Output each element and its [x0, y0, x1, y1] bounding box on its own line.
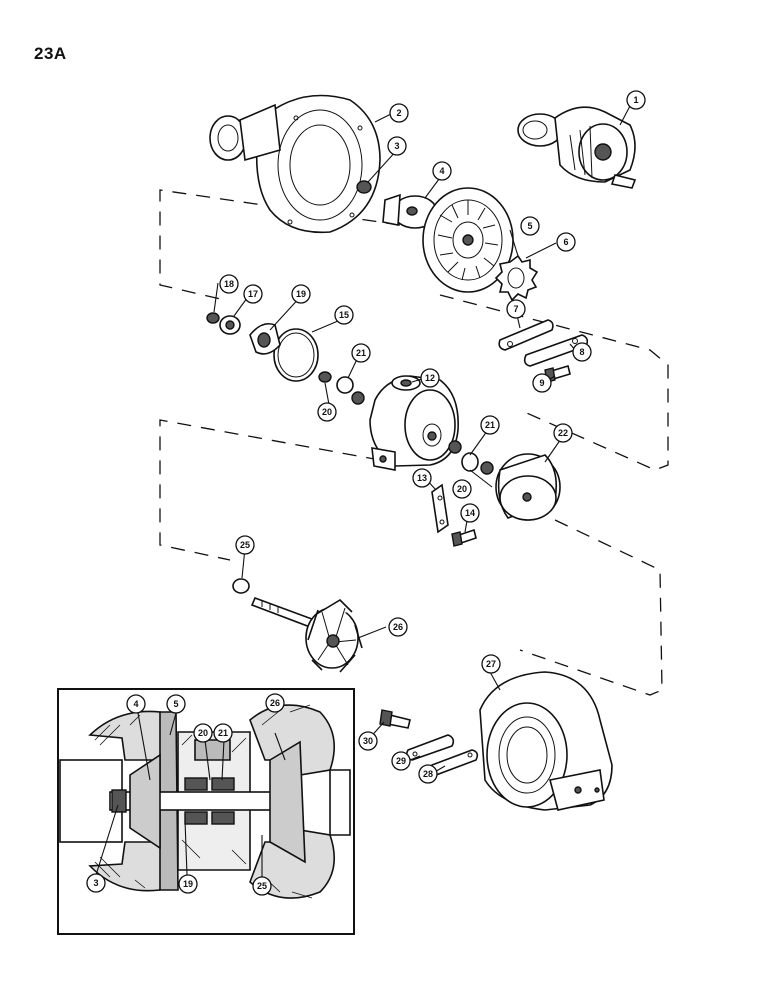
svg-text:19: 19 — [183, 879, 193, 889]
inset-callout-19: 19 — [178, 874, 198, 894]
callout-17: 17 — [243, 284, 263, 304]
inset-callout-21: 21 — [213, 723, 233, 743]
svg-text:20: 20 — [322, 407, 332, 417]
callout-19: 19 — [291, 284, 311, 304]
turbine-piston-ring — [232, 578, 250, 594]
svg-text:25: 25 — [240, 540, 250, 550]
piston-ring-small — [206, 312, 220, 324]
inset-callout-4: 4 — [126, 694, 146, 714]
callout-21-left: 21 — [351, 343, 371, 363]
clamp-plates-lower — [405, 734, 479, 776]
svg-text:17: 17 — [248, 289, 258, 299]
callout-12: 12 — [420, 368, 440, 388]
turbocharger-assembly — [517, 106, 637, 189]
housing-bolt-middle — [451, 528, 477, 547]
compressor-housing — [209, 94, 381, 234]
svg-text:6: 6 — [563, 237, 568, 247]
callout-7: 7 — [506, 299, 526, 319]
svg-text:7: 7 — [513, 304, 518, 314]
shaft-nut — [356, 180, 372, 194]
spacer-sleeve — [219, 315, 241, 335]
bearing-set-right — [448, 440, 494, 475]
callout-15: 15 — [334, 305, 354, 325]
thrust-collar — [249, 322, 281, 355]
svg-text:5: 5 — [527, 221, 532, 231]
svg-text:8: 8 — [579, 347, 584, 357]
svg-text:26: 26 — [270, 698, 280, 708]
callout-18: 18 — [219, 274, 239, 294]
inset-callout-26: 26 — [265, 693, 285, 713]
svg-text:9: 9 — [539, 378, 544, 388]
callout-21-right: 21 — [480, 415, 500, 435]
svg-text:21: 21 — [356, 348, 366, 358]
svg-text:4: 4 — [439, 166, 444, 176]
svg-text:2: 2 — [396, 108, 401, 118]
callout-27: 27 — [481, 654, 501, 674]
svg-text:20: 20 — [198, 728, 208, 738]
svg-text:26: 26 — [393, 622, 403, 632]
seal-ring — [273, 328, 319, 382]
svg-text:15: 15 — [339, 310, 349, 320]
callout-6: 6 — [556, 232, 576, 252]
callout-13: 13 — [412, 468, 432, 488]
svg-text:13: 13 — [417, 473, 427, 483]
callout-9: 9 — [532, 373, 552, 393]
callout-5: 5 — [520, 216, 540, 236]
svg-text:22: 22 — [558, 428, 568, 438]
callout-4: 4 — [432, 161, 452, 181]
svg-text:12: 12 — [425, 373, 435, 383]
page-number: 23A — [34, 44, 67, 63]
callout-29: 29 — [391, 751, 411, 771]
svg-text:3: 3 — [394, 141, 399, 151]
svg-text:5: 5 — [173, 699, 178, 709]
callout-20-left: 20 — [317, 402, 337, 422]
callout-2: 2 — [389, 103, 409, 123]
svg-text:4: 4 — [133, 699, 138, 709]
svg-text:28: 28 — [423, 769, 433, 779]
svg-text:18: 18 — [224, 279, 234, 289]
callout-28: 28 — [418, 764, 438, 784]
housing-bolt-lower — [379, 709, 411, 729]
center-housing — [369, 375, 459, 471]
svg-text:25: 25 — [257, 881, 267, 891]
callout-3: 3 — [387, 136, 407, 156]
svg-text:27: 27 — [486, 659, 496, 669]
lock-plate — [494, 254, 539, 302]
svg-text:21: 21 — [485, 420, 495, 430]
svg-text:19: 19 — [296, 289, 306, 299]
heat-shield — [495, 453, 561, 521]
inset-callout-3: 3 — [86, 873, 106, 893]
callout-26: 26 — [388, 617, 408, 637]
svg-text:3: 3 — [93, 878, 98, 888]
turbine-wheel-shaft — [250, 596, 363, 673]
callout-8: 8 — [572, 342, 592, 362]
callout-1: 1 — [626, 90, 646, 110]
callout-14: 14 — [460, 503, 480, 523]
callout-20-right: 20 — [452, 479, 472, 499]
lower-group-outline — [159, 419, 663, 696]
lock-plate-lower — [431, 483, 449, 534]
svg-text:14: 14 — [465, 508, 475, 518]
svg-text:29: 29 — [396, 756, 406, 766]
inset-leader-lines — [95, 712, 286, 878]
callout-30: 30 — [358, 731, 378, 751]
inset-callout-25: 25 — [252, 876, 272, 896]
bearing-set-left — [318, 371, 365, 405]
svg-text:1: 1 — [633, 95, 638, 105]
clamp-plates-upper — [498, 319, 589, 367]
svg-text:30: 30 — [363, 736, 373, 746]
turbine-housing — [479, 671, 613, 811]
svg-text:20: 20 — [457, 484, 467, 494]
svg-text:21: 21 — [218, 728, 228, 738]
callout-25: 25 — [235, 535, 255, 555]
inset-callout-20: 20 — [193, 723, 213, 743]
callout-22: 22 — [553, 423, 573, 443]
inset-callout-5: 5 — [166, 694, 186, 714]
cross-section-inset — [57, 688, 355, 935]
